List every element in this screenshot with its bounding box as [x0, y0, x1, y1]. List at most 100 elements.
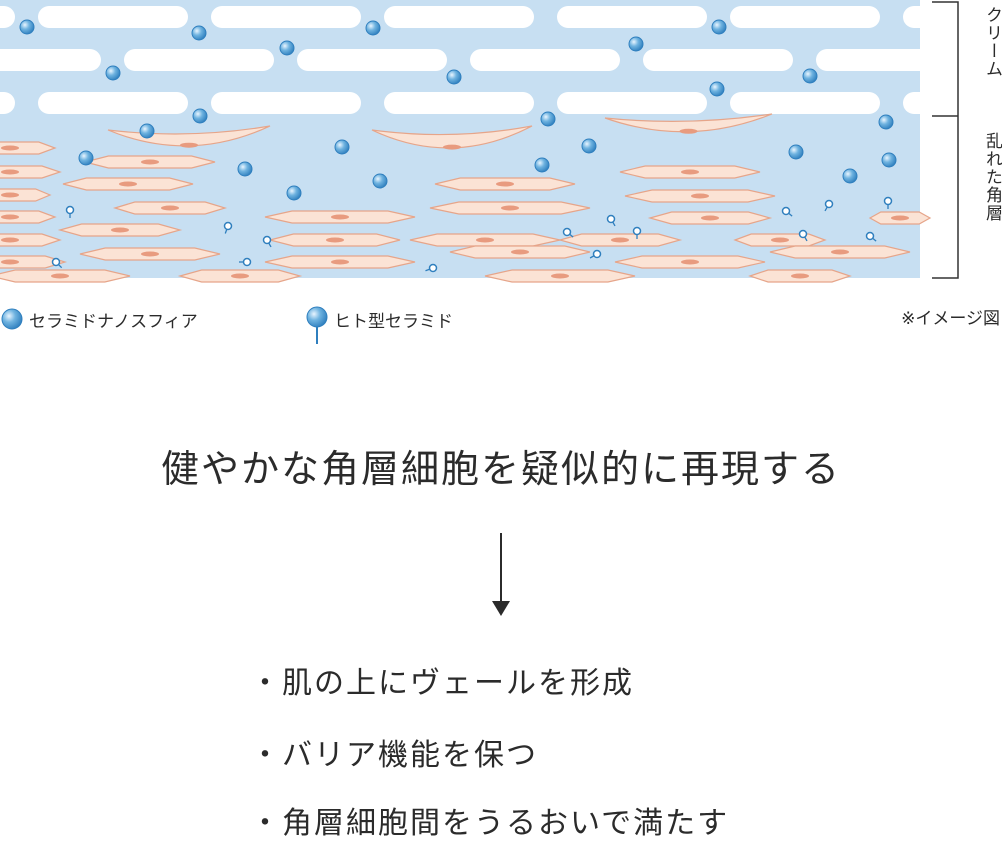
cream-capsule [38, 92, 188, 114]
cell-nucleus [831, 249, 849, 255]
cream-capsule [557, 92, 707, 114]
bullet-dot: ・ [250, 806, 282, 841]
nanosphere [78, 150, 94, 166]
cell-nucleus [551, 273, 569, 279]
nanosphere [878, 114, 894, 130]
cell-nucleus [119, 181, 137, 187]
cell-nucleus [141, 159, 159, 165]
nanosphere [191, 25, 207, 41]
ceramide-head [592, 249, 602, 259]
layer-bracket [932, 1, 959, 279]
cream-layer-label: クリーム [982, 6, 1002, 78]
cream-capsule [557, 6, 707, 28]
diagram-edge-mask [920, 0, 932, 280]
cell-nucleus [331, 214, 349, 220]
nanosphere [372, 173, 388, 189]
stratum-layer-label: 乱れた角層 [982, 132, 1002, 222]
cream-capsule [643, 49, 793, 71]
nanosphere [19, 19, 35, 35]
legend-nanosphere: セラミドナノスフィア [0, 306, 198, 332]
ceramide-head [883, 196, 893, 206]
nanosphere-icon [1, 308, 23, 330]
ceramide-head [223, 221, 233, 231]
ceramide-head [562, 227, 572, 237]
cream-capsule [38, 6, 188, 28]
cell-nucleus [679, 128, 698, 134]
cell-nucleus [476, 237, 494, 243]
cell-nucleus [443, 144, 461, 150]
benefit-veil-text: 肌の上にヴェールを形成 [282, 666, 634, 701]
cream-capsule [0, 92, 15, 114]
ceramide-head [798, 229, 808, 239]
cream-capsule [730, 92, 880, 114]
corneocyte-cell [0, 165, 62, 179]
nanosphere [286, 185, 302, 201]
cream-layer [0, 0, 1002, 280]
ceramide-head [824, 199, 834, 209]
ceramide-head [606, 214, 616, 224]
corneocyte-cell [0, 210, 57, 224]
cell-nucleus [511, 249, 529, 255]
cell-nucleus [1, 259, 19, 265]
cell-nucleus [331, 259, 349, 265]
ceramide-head [428, 263, 438, 273]
cream-capsule [470, 49, 620, 71]
cell-nucleus [791, 273, 809, 279]
cell-nucleus [1, 214, 19, 220]
nanosphere [581, 138, 597, 154]
cell-nucleus [231, 273, 249, 279]
legend-nanosphere-label: セラミドナノスフィア [29, 311, 198, 332]
nanosphere [192, 108, 208, 124]
corneocyte-cell [0, 141, 57, 155]
nanosphere [711, 19, 727, 35]
cell-nucleus [326, 237, 344, 243]
headline: 健やかな角層細胞を疑似的に再現する [160, 447, 841, 491]
cell-nucleus [141, 251, 159, 257]
cell-nucleus [501, 205, 519, 211]
corneocyte-cell [0, 255, 68, 269]
nanosphere [540, 111, 556, 127]
cream-capsule [297, 49, 447, 71]
cream-capsule [0, 6, 15, 28]
cream-capsule [730, 6, 880, 28]
lens-cell [604, 113, 773, 133]
cell-nucleus [180, 142, 198, 148]
legend-ceramide-label: ヒト型セラミド [334, 311, 453, 332]
cream-capsule [211, 92, 361, 114]
cell-nucleus [611, 237, 629, 243]
cream-capsule [211, 6, 361, 28]
legend-ceramide: ヒト型セラミド [305, 306, 453, 344]
lens-cell [107, 125, 271, 147]
cream-capsule [0, 49, 101, 71]
nanosphere [709, 81, 725, 97]
nanosphere [788, 144, 804, 160]
cream-stratum-diagram [0, 0, 1002, 283]
cell-nucleus [681, 169, 699, 175]
ceramide-nanospheres [19, 19, 897, 201]
cell-nucleus [691, 193, 709, 199]
cream-capsule [816, 49, 966, 71]
ceramide-head [65, 205, 75, 215]
ceramide-head [632, 226, 642, 236]
cream-capsule [384, 92, 534, 114]
cell-nucleus [681, 259, 699, 265]
nanosphere [365, 20, 381, 36]
nanosphere [105, 65, 121, 81]
cream-capsule [384, 6, 534, 28]
nanosphere [628, 36, 644, 52]
benefit-veil: ・肌の上にヴェールを形成 [250, 658, 634, 702]
ceramide-head [51, 257, 61, 267]
cell-nucleus [51, 273, 69, 279]
cell-nucleus [496, 181, 514, 187]
bullet-dot: ・ [250, 666, 282, 701]
down-arrow-icon [492, 533, 510, 616]
benefit-barrier-text: バリア機能を保つ [282, 738, 538, 773]
cream-capsule [903, 92, 1002, 114]
human-type-ceramides [51, 196, 893, 273]
stratum-corneum-cells [0, 113, 932, 283]
lens-cell [371, 125, 533, 149]
corneocyte-cell [0, 233, 62, 247]
cell-nucleus [771, 237, 789, 243]
benefit-moisture: ・角層細胞間をうるおいで満たす [250, 798, 729, 842]
ceramide-head [865, 231, 875, 241]
